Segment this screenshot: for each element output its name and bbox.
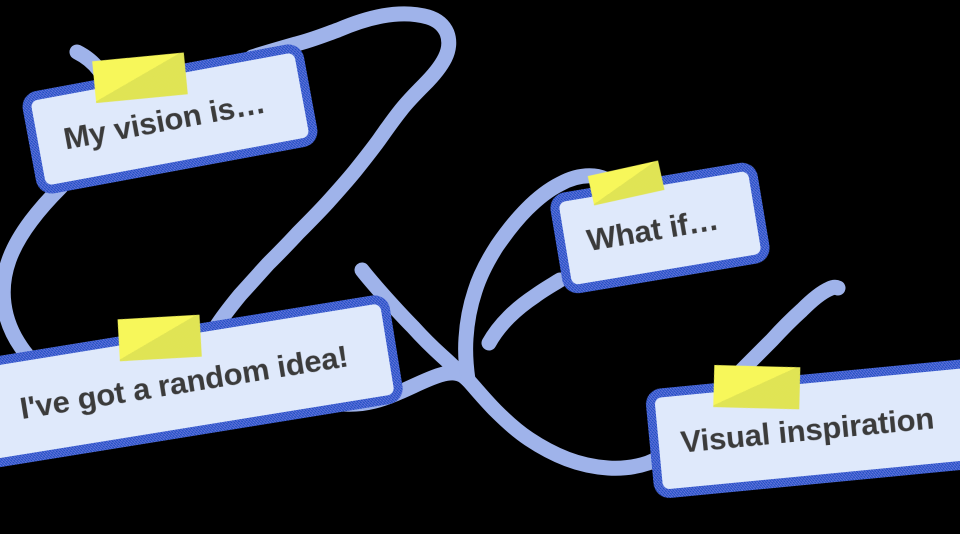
- yellow-tape-strip: [713, 365, 801, 410]
- note-card-random-idea[interactable]: I've got a random idea!: [0, 293, 406, 471]
- note-card-visual-inspiration[interactable]: Visual inspiration: [644, 356, 960, 500]
- note-card-vision[interactable]: My vision is…: [19, 41, 321, 197]
- note-card-whatif[interactable]: What if…: [548, 160, 772, 296]
- yellow-tape-strip: [92, 52, 188, 104]
- yellow-tape-strip: [117, 314, 202, 362]
